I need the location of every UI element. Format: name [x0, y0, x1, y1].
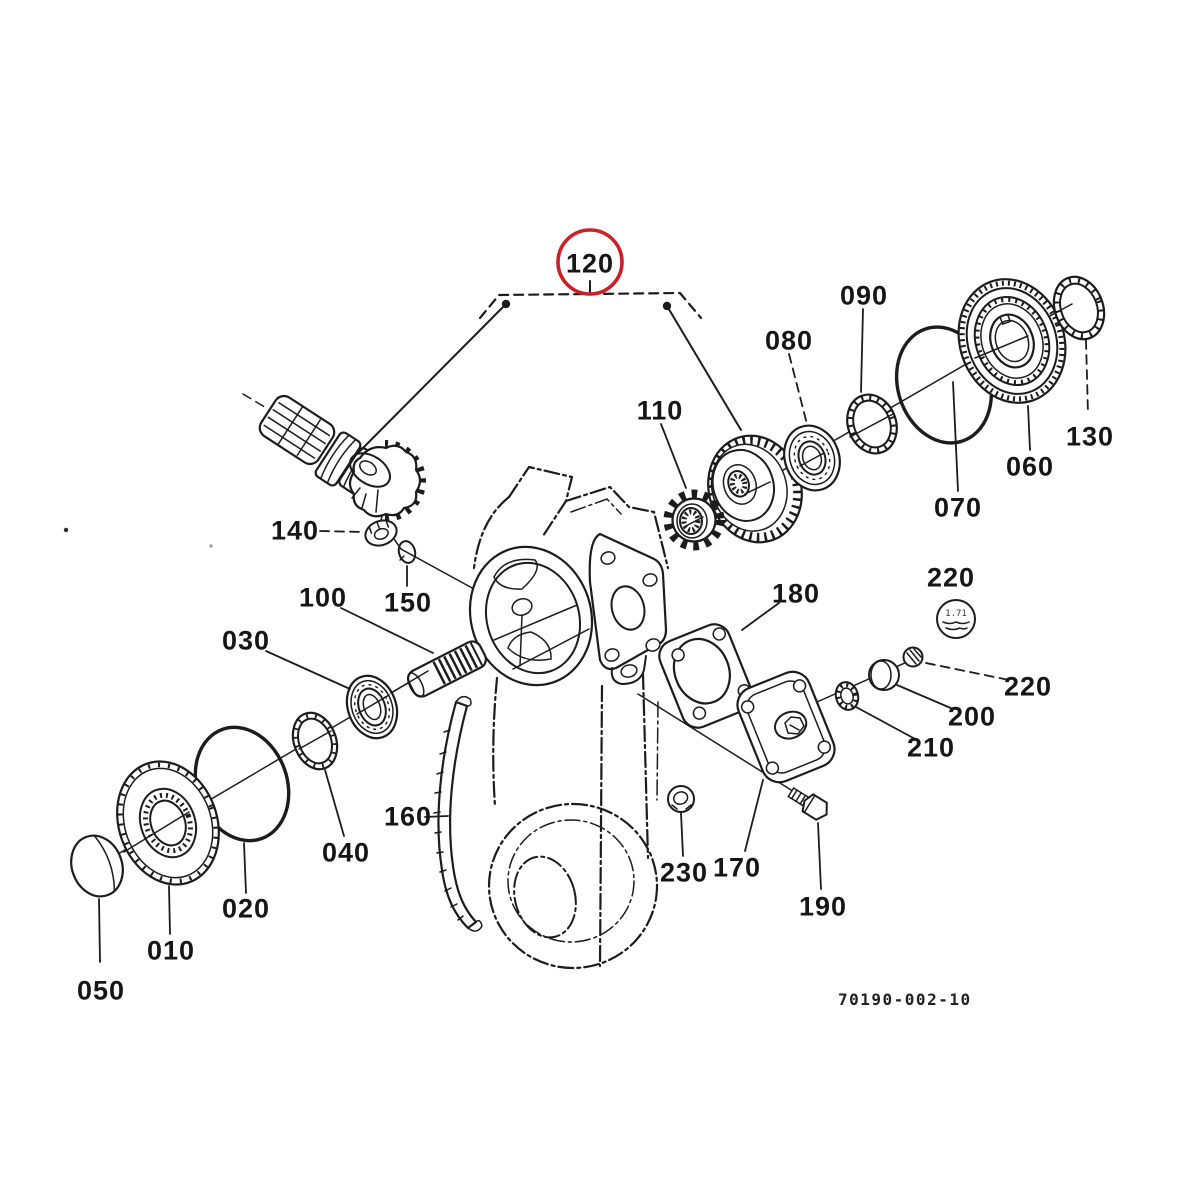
o-ring-090: [846, 393, 898, 455]
seal-ring-130: [1052, 275, 1106, 341]
part-label-120: 120: [565, 248, 615, 279]
seal-ring-040: [291, 711, 339, 771]
part-label-110: 110: [636, 395, 684, 426]
end-cap-050: [70, 834, 124, 898]
gearcase-housing: [468, 465, 670, 970]
detail-marking-text: 1.71: [945, 609, 967, 619]
drawing-number: 70190-002-10: [838, 990, 972, 1009]
part-label-040: 040: [321, 837, 371, 868]
lock-nut-140: [364, 519, 398, 547]
cover-center-bolt: [784, 716, 805, 735]
nut-230: [667, 785, 695, 813]
part-label-220-top: 220: [926, 562, 976, 593]
plug-200: [868, 659, 900, 691]
part-label-100: 100: [298, 582, 348, 613]
part-label-150: 150: [383, 587, 433, 618]
tension-strip-160: [433, 695, 483, 932]
ball-bearing-080: [783, 424, 841, 492]
plug-220: [902, 646, 924, 668]
strip-hatching: [433, 729, 464, 921]
part-label-060: 060: [1005, 451, 1055, 482]
axis-bore-segments: [123, 303, 1073, 853]
part-label-140: 140: [270, 515, 320, 546]
bolt-190: [787, 786, 828, 821]
ball-bearing-030: [345, 674, 399, 740]
part-label-090: 090: [839, 280, 889, 311]
assembly-bracket-120: [358, 280, 742, 453]
part-label-220-right: 220: [1003, 671, 1053, 702]
part-label-050: 050: [76, 975, 126, 1006]
part-label-160: 160: [383, 801, 433, 832]
plug-detail-circle-220: 1.71: [936, 599, 976, 639]
spline-coupling-100: [407, 640, 487, 698]
part-label-200: 200: [947, 701, 997, 732]
part-label-180: 180: [771, 578, 821, 609]
part-label-230: 230: [659, 857, 709, 888]
part-label-030: 030: [221, 625, 271, 656]
pinion-shaft: [258, 394, 426, 522]
sprocket-110: [663, 489, 725, 551]
part-label-210: 210: [906, 732, 956, 763]
part-label-170: 170: [712, 852, 762, 883]
part-label-070: 070: [933, 492, 983, 523]
part-label-190: 190: [798, 891, 848, 922]
part-label-010: 010: [146, 935, 196, 966]
bearing-case-060: [957, 278, 1067, 404]
part-label-080: 080: [764, 325, 814, 356]
snap-ring-150: [397, 540, 417, 564]
leader-lines: [98, 308, 1089, 963]
part-label-130: 130: [1065, 421, 1115, 452]
part-label-020: 020: [221, 893, 271, 924]
lock-washer-210: [834, 681, 860, 711]
highlight-circle-120: [556, 228, 624, 296]
oil-seal-010: [116, 760, 220, 886]
